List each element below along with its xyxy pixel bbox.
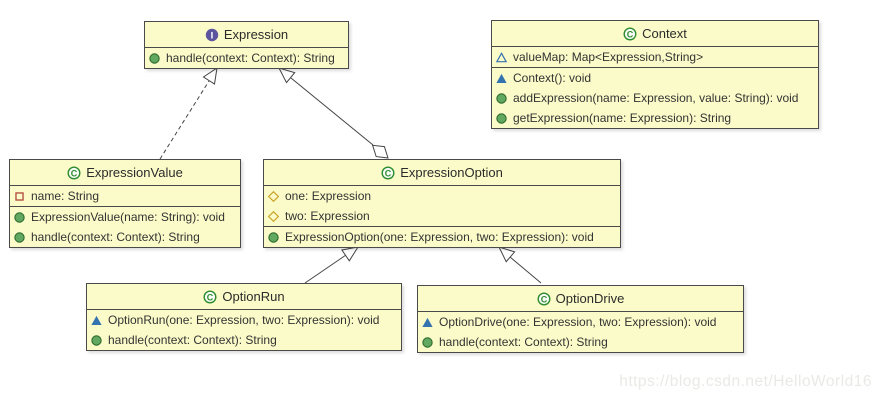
class-box-expressionoption: C ExpressionOption one: Expression two: … (263, 159, 621, 248)
class-icon: C (537, 291, 551, 306)
method-row: Context(): void (492, 68, 818, 88)
methods-section: handle(context: Context): String (145, 48, 348, 68)
method-row: handle(context: Context): String (10, 227, 240, 247)
class-box-context: C Context valueMap: Map<Expression,Strin… (491, 20, 819, 129)
class-box-optiondrive: C OptionDrive OptionDrive(one: Expressio… (417, 285, 744, 353)
hollow-triangle-arrowhead (341, 246, 360, 262)
class-name: Expression (223, 27, 289, 42)
method-row: ExpressionValue(name: String): void (10, 207, 240, 227)
methods-section: Context(): void addExpression(name: Expr… (492, 67, 818, 128)
fields-section: name: String (10, 186, 240, 206)
method-text: handle(context: Context): String (108, 333, 277, 347)
protected-field-icon (267, 190, 280, 203)
class-name: OptionDrive (555, 291, 625, 306)
fields-section: valueMap: Map<Expression,String> (492, 47, 818, 67)
svg-text:C: C (627, 29, 634, 39)
class-title: C ExpressionValue (10, 160, 240, 186)
package-field-icon (495, 51, 508, 64)
class-name: Context (642, 26, 687, 41)
hollow-triangle-arrowhead (278, 67, 296, 84)
svg-text:C: C (385, 168, 392, 178)
hollow-triangle-arrowhead (498, 246, 516, 263)
methods-section: ExpressionOption(one: Expression, two: E… (264, 226, 620, 247)
protected-field-icon (267, 210, 280, 223)
watermark: https://blog.csdn.net/HelloWorld16 (619, 373, 872, 390)
method-row: getExpression(name: Expression): String (492, 108, 818, 128)
class-name: ExpressionOption (400, 165, 503, 180)
method-row: addExpression(name: Expression, value: S… (492, 88, 818, 108)
svg-text:C: C (207, 292, 214, 302)
method-row: handle(context: Context): String (418, 332, 743, 352)
field-row: two: Expression (264, 206, 620, 226)
generalization-optiondrive-to-expressionoption (498, 246, 542, 284)
methods-section: OptionRun(one: Expression, two: Expressi… (87, 310, 401, 350)
method-text: OptionRun(one: Expression, two: Expressi… (108, 313, 380, 327)
svg-text:C: C (71, 168, 78, 178)
method-text: OptionDrive(one: Expression, two: Expres… (439, 315, 717, 329)
methods-section: ExpressionValue(name: String): void hand… (10, 206, 240, 247)
field-text: valueMap: Map<Expression,String> (513, 50, 704, 64)
method-row: handle(context: Context): String (145, 48, 348, 68)
field-row: valueMap: Map<Expression,String> (492, 47, 818, 67)
class-name: ExpressionValue (86, 165, 183, 180)
method-text: getExpression(name: Expression): String (513, 111, 732, 125)
hollow-diamond (371, 144, 389, 159)
public-method-icon (13, 231, 26, 244)
method-row: OptionDrive(one: Expression, two: Expres… (418, 312, 743, 332)
realization-expressionvalue-to-expression (159, 66, 218, 160)
class-icon: C (623, 26, 637, 41)
class-icon: C (203, 289, 217, 304)
public-method-icon (90, 334, 103, 347)
class-name: OptionRun (222, 289, 285, 304)
field-row: name: String (10, 186, 240, 206)
svg-text:I: I (211, 30, 214, 41)
public-method-icon (495, 112, 508, 125)
constructor-method-icon (421, 316, 434, 329)
method-text: handle(context: Context): String (439, 335, 608, 349)
public-method-icon (267, 231, 280, 244)
method-text: handle(context: Context): String (31, 230, 200, 244)
field-row: one: Expression (264, 186, 620, 206)
private-field-icon (13, 190, 26, 203)
constructor-method-icon (495, 72, 508, 85)
fields-section: one: Expression two: Expression (264, 186, 620, 226)
class-box-expressionvalue: C ExpressionValue name: String Expressio… (9, 159, 241, 248)
method-row: handle(context: Context): String (87, 330, 401, 350)
class-title: C OptionRun (87, 284, 401, 310)
field-text: one: Expression (285, 189, 372, 203)
interface-icon: I (205, 28, 219, 42)
constructor-method-icon (90, 314, 103, 327)
methods-section: OptionDrive(one: Expression, two: Expres… (418, 312, 743, 352)
method-text: handle(context: Context): String (166, 51, 335, 65)
class-title: C OptionDrive (418, 286, 743, 312)
method-text: addExpression(name: Expression, value: S… (513, 91, 799, 105)
public-method-icon (495, 92, 508, 105)
generalization-optionrun-to-expressionoption (304, 246, 360, 284)
class-title: C ExpressionOption (264, 160, 620, 186)
class-icon: C (67, 165, 81, 180)
hollow-triangle-arrowhead (202, 66, 218, 85)
class-title: C Context (492, 21, 818, 47)
field-text: name: String (31, 189, 100, 203)
public-method-icon (148, 52, 161, 65)
method-text: ExpressionValue(name: String): void (31, 210, 225, 224)
class-title: I Expression (145, 22, 348, 48)
field-text: two: Expression (285, 209, 370, 223)
method-text: Context(): void (513, 71, 592, 85)
class-icon: C (381, 165, 395, 180)
public-method-icon (421, 336, 434, 349)
class-box-expression: I Expression handle(context: Context): S… (144, 21, 349, 69)
svg-text:C: C (540, 294, 547, 304)
method-row: OptionRun(one: Expression, two: Expressi… (87, 310, 401, 330)
generalization-expressionoption-to-expression (278, 67, 389, 159)
method-text: ExpressionOption(one: Expression, two: E… (285, 230, 594, 244)
class-box-optionrun: C OptionRun OptionRun(one: Expression, t… (86, 283, 402, 351)
method-row: ExpressionOption(one: Expression, two: E… (264, 227, 620, 247)
public-method-icon (13, 211, 26, 224)
